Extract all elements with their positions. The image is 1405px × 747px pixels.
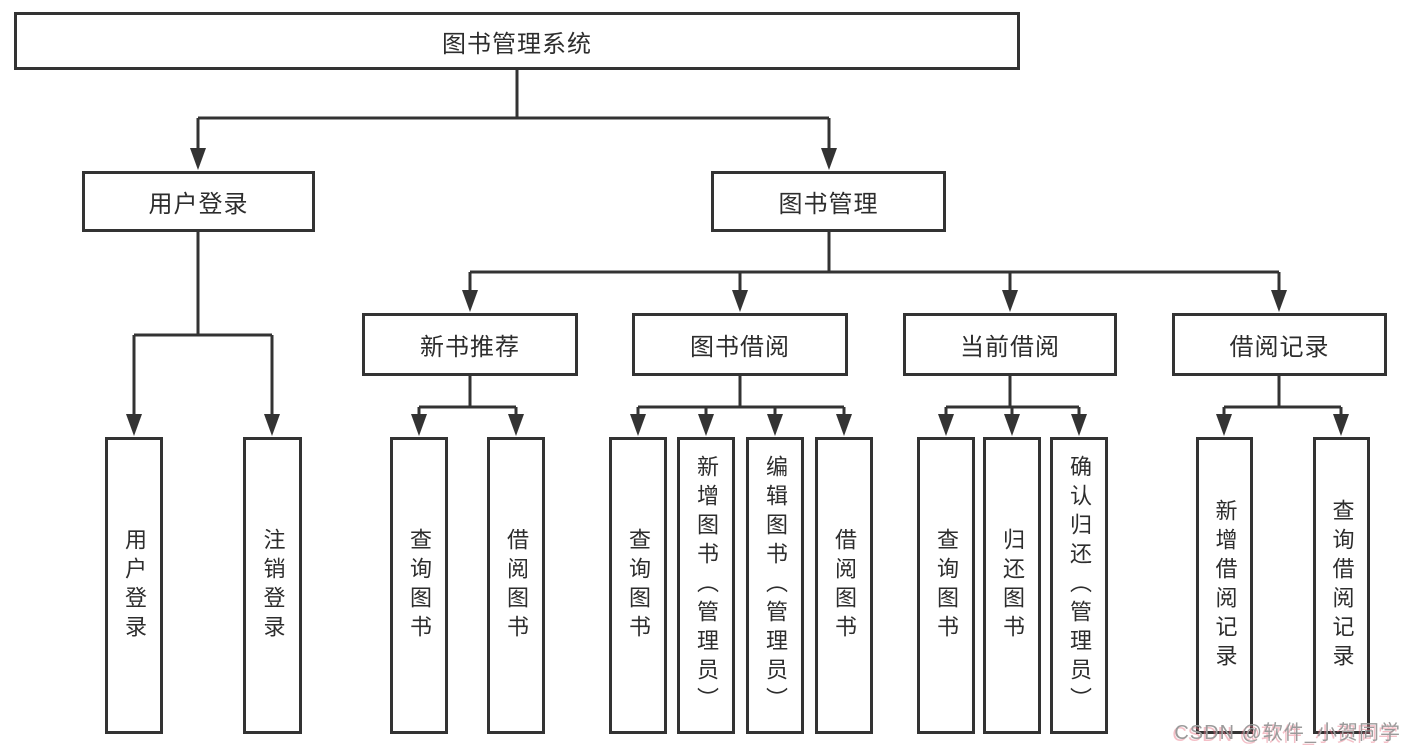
node-label: 图书管理: [778, 191, 879, 218]
leaf-query-books-current: 查询图书: [917, 437, 975, 734]
leaf-query-books-borrowing: 查询图书: [609, 437, 667, 734]
node-label: 查询图书: [626, 527, 651, 644]
leaf-user-login: 用户登录: [105, 437, 163, 734]
node-label: 图书管理系统: [442, 30, 592, 58]
node-user-login: 用户登录: [82, 171, 315, 232]
node-label: 查询借阅记录: [1329, 498, 1355, 673]
leaf-edit-book-admin: 编辑图书（管理员）: [746, 437, 804, 734]
node-label: 用户登录: [148, 191, 249, 218]
node-label: 查询图书: [407, 527, 432, 644]
node-label: 借阅图书: [832, 527, 857, 644]
leaf-query-borrow-record: 查询借阅记录: [1313, 437, 1370, 734]
leaf-borrow-books-borrowing: 借阅图书: [815, 437, 873, 734]
node-book-borrowing: 图书借阅: [632, 313, 848, 376]
node-label: 当前借阅: [960, 334, 1060, 361]
node-label: 新书推荐: [420, 334, 520, 361]
node-current-borrowing: 当前借阅: [903, 313, 1117, 376]
leaf-query-books-recommend: 查询图书: [390, 437, 448, 734]
leaf-logout: 注销登录: [243, 437, 302, 734]
csdn-watermark: CSDN @软件_小贺同学: [1174, 722, 1401, 744]
node-book-management: 图书管理: [711, 171, 946, 232]
node-label: 借阅记录: [1229, 334, 1330, 361]
arrowheads: [126, 148, 1349, 436]
node-label: 新增图书（管理员）: [694, 455, 719, 716]
node-label: 注销登录: [260, 527, 286, 644]
leaf-add-book-admin: 新增图书（管理员）: [677, 437, 735, 734]
node-label: 归还图书: [1000, 527, 1025, 644]
leaf-return-books: 归还图书: [983, 437, 1041, 734]
leaf-add-borrow-record: 新增借阅记录: [1196, 437, 1253, 734]
node-label: 图书借阅: [690, 334, 790, 361]
leaf-borrow-books-recommend: 借阅图书: [487, 437, 545, 734]
node-label: 查询图书: [934, 527, 959, 644]
node-label: 新增借阅记录: [1212, 498, 1238, 673]
node-label: 编辑图书（管理员）: [763, 455, 788, 716]
node-label: 确认归还（管理员）: [1067, 455, 1092, 716]
node-label: 用户登录: [122, 527, 147, 644]
node-new-book-recommendation: 新书推荐: [362, 313, 578, 376]
node-library-management-system: 图书管理系统: [14, 12, 1020, 70]
node-borrowing-records: 借阅记录: [1172, 313, 1387, 376]
leaf-confirm-return-admin: 确认归还（管理员）: [1050, 437, 1108, 734]
node-label: 借阅图书: [504, 527, 529, 644]
